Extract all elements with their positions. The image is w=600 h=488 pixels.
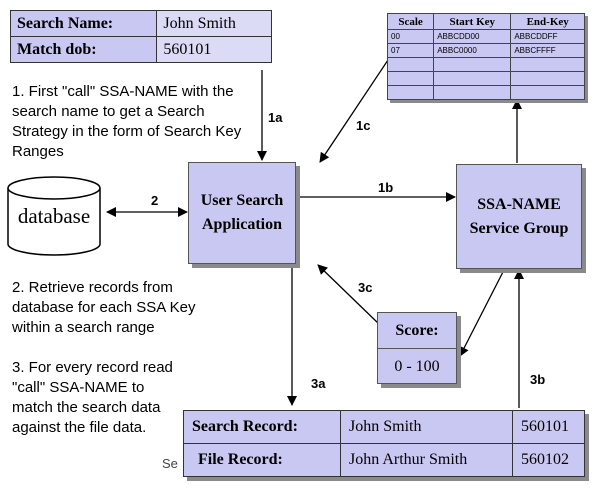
ssa-name-service-group-box: SSA-NAME Service Group: [456, 164, 582, 269]
ssa-name-service-group-label: SSA-NAME Service Group: [469, 195, 569, 237]
match-dob-label: Match dob:: [9, 36, 158, 63]
table-cell: [386, 85, 435, 100]
arrow-label-1b: 1b: [378, 180, 394, 195]
table-cell: [386, 57, 435, 72]
table-cell: ABBCDDFF: [510, 29, 585, 44]
arrow-1c: [319, 59, 389, 163]
arrow-label-1a: 1a: [268, 110, 283, 125]
database-label: database: [17, 204, 91, 228]
score-value: 0 - 100: [394, 357, 440, 375]
table-row: File Record: John Arthur Smith 560102: [183, 443, 585, 477]
table-cell: ABBCFFFF: [510, 43, 585, 58]
table-row: [386, 57, 585, 72]
hidden-text-fragment: Se: [162, 456, 178, 471]
step-1-text: 1. First "call" SSA-NAME with the search…: [12, 83, 242, 160]
table-cell: [510, 85, 585, 100]
table-cell: 00: [386, 29, 435, 44]
search-name-value: John Smith: [156, 10, 272, 37]
table-row: 00 ABBCDD00 ABBCDDFF: [386, 29, 585, 44]
table-cell: 07: [386, 43, 435, 58]
step-2-text: 2. Retrieve records from database for ea…: [12, 279, 196, 336]
record-comparison-table: Search Record: John Smith 560101 File Re…: [183, 410, 585, 477]
table-cell: ABBCDD00: [433, 29, 512, 44]
scale-header: Scale: [386, 13, 435, 30]
search-input-table: Search Name: John Smith Match dob: 56010…: [9, 10, 272, 63]
file-record-name: John Arthur Smith: [340, 443, 513, 477]
arrow-label-3c: 3c: [358, 280, 373, 295]
end-key-header: End-Key: [510, 13, 585, 30]
arrow-label-3b: 3b: [530, 372, 546, 387]
table-row: Search Record: John Smith 560101: [183, 410, 585, 444]
user-search-application-label: User Search Application: [200, 192, 284, 233]
database-cylinder: database: [6, 176, 102, 258]
score-label: Score:: [378, 313, 456, 349]
table-row: 07 ABBC0000 ABBCFFFF: [386, 43, 585, 58]
table-row: [386, 71, 585, 86]
table-cell: [433, 85, 512, 100]
search-key-range-table: Scale Start Key End-Key 00 ABBCDD00 ABBC…: [386, 13, 585, 100]
arrow-3c: [317, 264, 381, 326]
search-name-label: Search Name:: [9, 10, 158, 37]
start-key-header: Start Key: [433, 13, 512, 30]
match-dob-value: 560101: [156, 36, 272, 63]
cylinder-icon: [7, 176, 101, 256]
search-record-name: John Smith: [340, 410, 513, 444]
file-record-dob: 560102: [512, 443, 585, 477]
file-record-label: File Record:: [183, 443, 341, 477]
search-record-label: Search Record:: [183, 410, 341, 444]
user-search-application-box: User Search Application: [188, 162, 296, 264]
step-3-text: 3. For every record read "call" SSA-NAME…: [12, 359, 173, 436]
arrow-label-3a: 3a: [311, 376, 326, 391]
table-row: Match dob: 560101: [9, 36, 272, 63]
arrow-label-1c: 1c: [356, 118, 371, 133]
table-cell: [433, 71, 512, 86]
search-record-dob: 560101: [512, 410, 585, 444]
table-cell: [510, 71, 585, 86]
table-cell: [386, 71, 435, 86]
table-header-row: Scale Start Key End-Key: [386, 13, 585, 30]
arrow-ssa-to-score: [459, 267, 506, 357]
table-cell: ABBC0000: [433, 43, 512, 58]
table-cell: [510, 57, 585, 72]
arrow-label-2: 2: [151, 193, 159, 208]
table-cell: [433, 57, 512, 72]
score-box: Score: 0 - 100: [377, 312, 457, 384]
table-row: [386, 85, 585, 100]
table-row: Search Name: John Smith: [9, 10, 272, 37]
